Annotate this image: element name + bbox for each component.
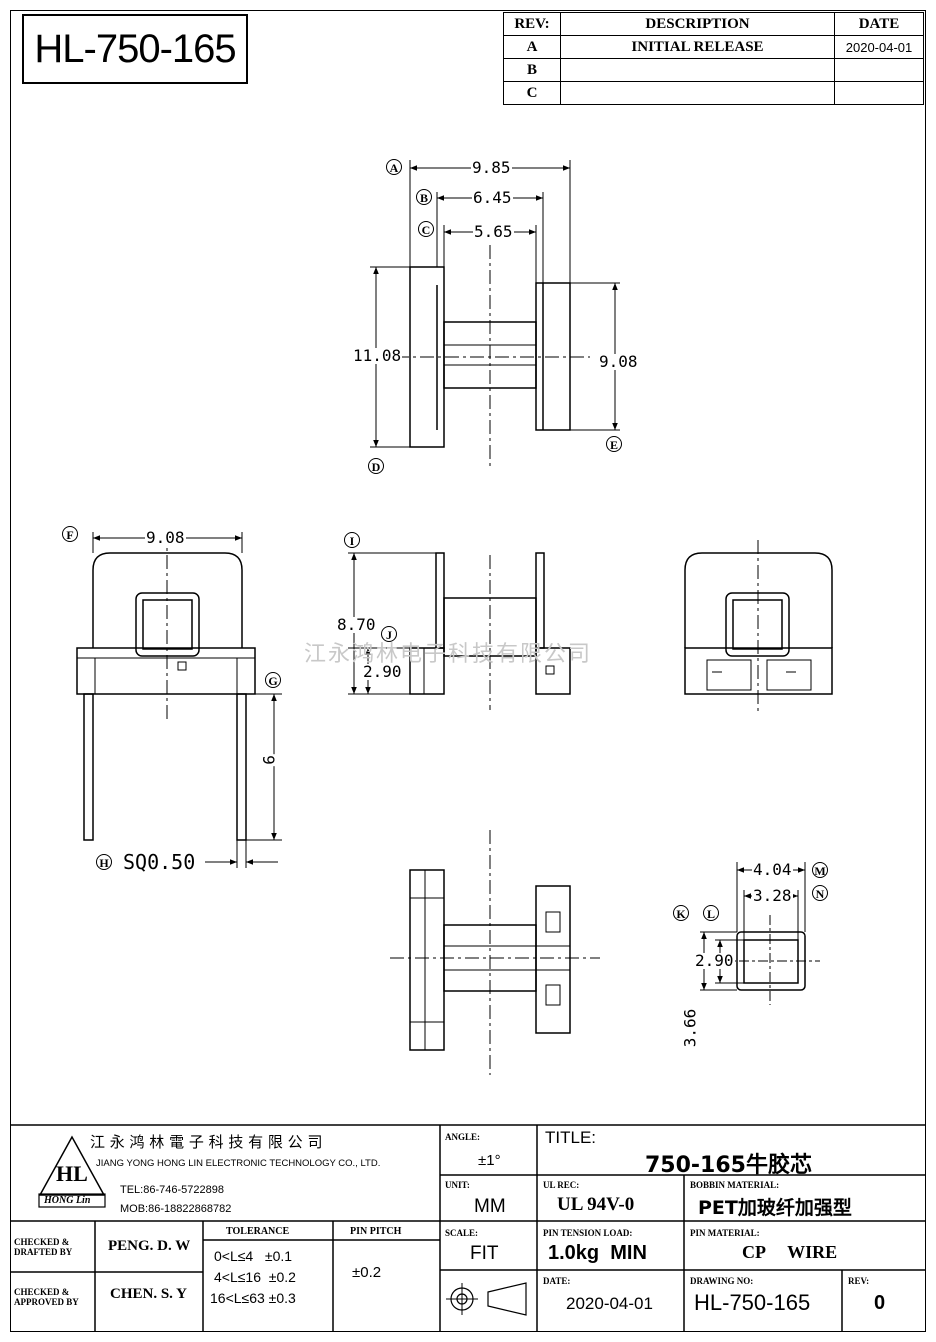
back-view (684, 540, 833, 715)
dim-pin-length: 9 (258, 754, 278, 766)
part-number-box: HL-750-165 (22, 14, 248, 84)
ul-value: UL 94V-0 (557, 1194, 635, 1215)
company-mob: MOB:86-18822868782 (120, 1203, 232, 1215)
callout-f: F (62, 526, 78, 542)
dim-core-length: 5.65 (473, 222, 514, 241)
company-name-cn: 江 永 鸿 林 電 子 科 技 有 限 公 司 (90, 1133, 323, 1151)
window-detail (700, 862, 820, 1005)
callout-l: L (703, 905, 719, 921)
bobbin-material-label: BOBBIN MATERIAL: (690, 1180, 780, 1190)
bottom-view (390, 830, 600, 1075)
drawing-no-label: DRAWING NO: (690, 1276, 754, 1286)
checked-approved-value: CHEN. S. Y (110, 1286, 187, 1302)
rev-value: 0 (874, 1292, 886, 1314)
date-cell (834, 58, 924, 82)
dim-side-height: 8.70 (336, 615, 377, 634)
callout-k: K (673, 905, 689, 921)
pin-material-value: CP WIRE (742, 1242, 838, 1262)
title-block-grid (10, 1124, 926, 1332)
pin-material-label: PIN MATERIAL: (690, 1228, 760, 1238)
dim-window-inner-width: 3.28 (752, 886, 793, 905)
pin-pitch-value: ±0.2 (352, 1264, 382, 1281)
watermark: 江永鸿林电子科技有限公司 (304, 642, 593, 667)
date-header: DATE (834, 12, 924, 36)
description-cell (560, 81, 835, 105)
callout-e: E (606, 436, 622, 452)
logo-text: HL (56, 1161, 88, 1186)
dim-window-outer-height: 3.66 (680, 1007, 700, 1049)
callout-h: H (96, 854, 112, 870)
checked-approved-label: CHECKED & APPROVED BY (14, 1287, 79, 1307)
revision-table: REV: DESCRIPTION DATE A INITIAL RELEASE … (503, 12, 924, 105)
tolerance-row: 4<L≤16 ±0.2 (214, 1269, 296, 1285)
callout-d: D (368, 458, 384, 474)
pin-tension-value: 1.0kg MIN (548, 1242, 647, 1264)
logo-sub: HONG Lin (44, 1195, 91, 1206)
dim-window-inner-height: 2.90 (694, 951, 735, 970)
dim-flange-inner: 6.45 (472, 188, 513, 207)
scale-label: SCALE: (445, 1228, 479, 1238)
checked-drafted-value: PENG. D. W (108, 1238, 191, 1254)
unit-label: UNIT: (445, 1180, 470, 1190)
pin-tension-label: PIN TENSION LOAD: (543, 1228, 633, 1238)
tolerance-row: 0<L≤4 ±0.1 (214, 1248, 293, 1264)
dim-height-right: 9.08 (598, 352, 639, 371)
callout-c: C (418, 221, 434, 237)
front-view (76, 530, 282, 868)
dim-pin-size: SQ0.50 (122, 850, 197, 874)
pin-pitch-label: PIN PITCH (350, 1226, 402, 1237)
title-label: TITLE: (545, 1128, 597, 1147)
company-name-en: JIANG YONG HONG LIN ELECTRONIC TECHNOLOG… (96, 1158, 381, 1169)
dim-front-width: 9.08 (145, 528, 186, 547)
tolerance-row: 16<L≤63 ±0.3 (210, 1290, 296, 1306)
dim-base-height: 2.90 (362, 662, 403, 681)
company-tel: TEL:86-746-5722898 (120, 1184, 224, 1196)
dim-height-left: 11.08 (352, 346, 403, 365)
tolerance-label: TOLERANCE (226, 1226, 290, 1237)
bobbin-material-value: PET加玻纤加强型 (698, 1197, 852, 1219)
callout-g: G (265, 672, 281, 688)
scale-value: FIT (470, 1243, 499, 1264)
page-frame (10, 10, 926, 1332)
callout-j: J (381, 626, 397, 642)
drawing-no-value: HL-750-165 (694, 1290, 811, 1315)
company-logo-shape (38, 1135, 106, 1208)
callout-m: M (812, 862, 828, 878)
rev-header: REV: (503, 12, 561, 36)
revision-row: C (503, 81, 924, 105)
checked-drafted-label: CHECKED & DRAFTED BY (14, 1237, 73, 1257)
title-value: 750-165牛胶芯 (645, 1153, 812, 1178)
date-label: DATE: (543, 1276, 571, 1286)
angle-label: ANGLE: (445, 1132, 481, 1142)
date-value: 2020-04-01 (566, 1294, 653, 1313)
callout-n: N (812, 885, 828, 901)
rev-label: REV: (848, 1276, 870, 1286)
unit-value: MM (474, 1196, 506, 1217)
callout-b: B (416, 189, 432, 205)
date-cell: 2020-04-01 (834, 35, 924, 59)
angle-value: ±1° (478, 1152, 501, 1169)
description-cell: INITIAL RELEASE (560, 35, 835, 59)
callout-a: A (386, 159, 402, 175)
dim-overall-length: 9.85 (471, 158, 512, 177)
part-number: HL-750-165 (34, 26, 236, 71)
rev-cell: C (503, 81, 561, 105)
callout-i: I (344, 532, 360, 548)
date-cell (834, 81, 924, 105)
dim-window-outer-width: 4.04 (752, 860, 793, 879)
ul-label: UL REC: (543, 1180, 580, 1190)
